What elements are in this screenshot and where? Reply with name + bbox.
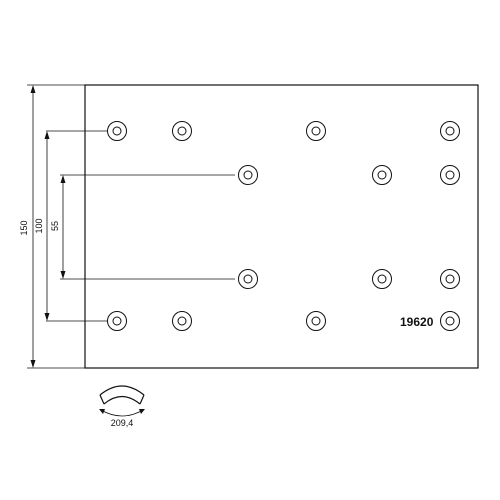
rivet-hole (306, 121, 326, 141)
rivet-hole (107, 121, 127, 141)
part-number: 19620 (400, 315, 434, 329)
lining-plate (84, 84, 479, 369)
inner-spacing-label: 55 (50, 221, 60, 231)
rivet-hole (372, 269, 392, 289)
rivet-hole (172, 121, 192, 141)
rivet-hole (172, 311, 192, 331)
rivet-hole (238, 269, 258, 289)
rivet-hole (306, 311, 326, 331)
height-dimension: 150 (19, 85, 36, 368)
arc-length-label: 209,4 (111, 418, 134, 428)
outer-spacing-dimension: 100 (34, 130, 108, 322)
outer-spacing-label: 100 (34, 218, 44, 233)
rivet-hole (372, 165, 392, 185)
curvature-symbol: 209,4 (99, 385, 145, 428)
rivet-hole (440, 311, 460, 331)
rivet-holes (107, 121, 460, 331)
height-dimension-label: 150 (19, 220, 29, 235)
rivet-hole (440, 165, 460, 185)
rivet-hole (238, 165, 258, 185)
rivet-hole (440, 121, 460, 141)
inner-spacing-dimension: 55 (50, 174, 235, 280)
rivet-hole (440, 269, 460, 289)
rivet-hole (107, 311, 127, 331)
